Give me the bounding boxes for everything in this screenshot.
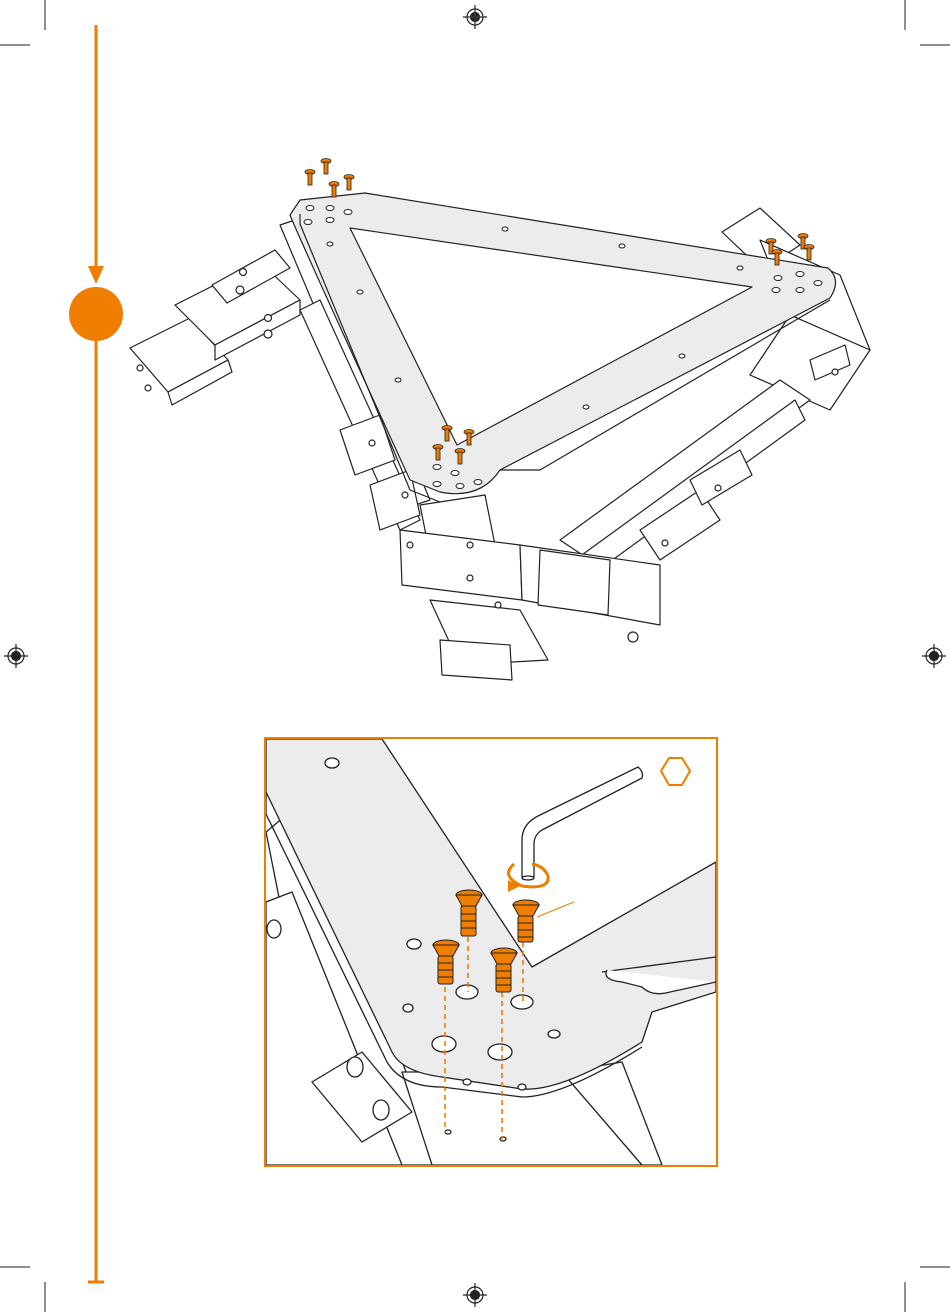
leader-line — [537, 902, 574, 917]
screw-icon — [321, 159, 331, 175]
screw-icon — [329, 182, 339, 198]
left-motor — [130, 250, 300, 405]
screw-icon — [804, 245, 814, 261]
printer-assembly-illustration — [120, 150, 880, 690]
screw-icon — [344, 175, 354, 191]
hex-key-icon — [522, 767, 643, 880]
rotation-arrow-icon — [508, 864, 548, 892]
detail-illustration — [266, 739, 716, 1165]
step-indicator-circle — [69, 287, 123, 341]
screw-icon — [305, 170, 315, 186]
timeline-arrow-icon — [88, 266, 104, 284]
hex-socket-symbol-icon — [661, 758, 690, 785]
screw-icon — [513, 900, 539, 942]
detail-callout-box — [264, 737, 718, 1167]
